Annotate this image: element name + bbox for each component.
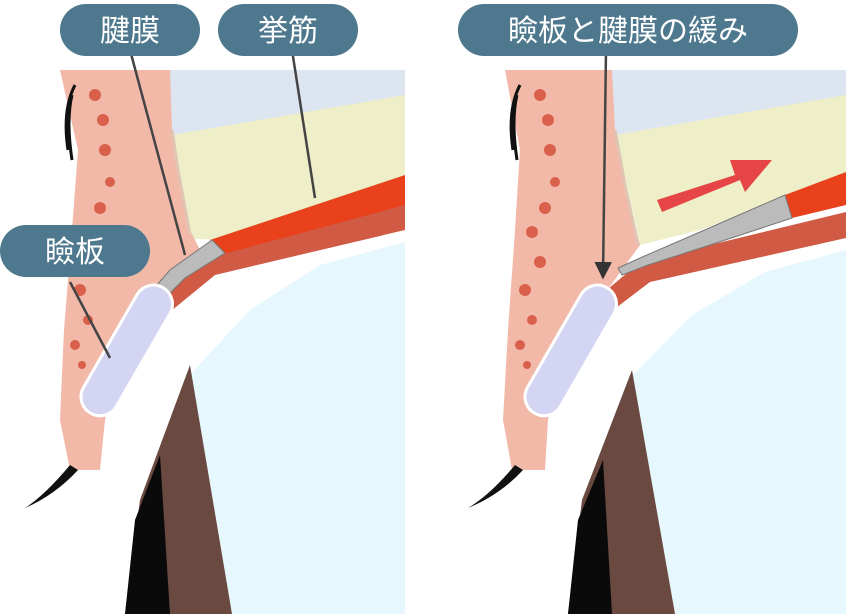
- pupil: [568, 460, 612, 614]
- label-levator-text: 挙筋: [258, 14, 318, 49]
- levator-muscle-retracted: [785, 172, 846, 218]
- tarsus: [79, 283, 174, 418]
- tarsus: [523, 283, 618, 418]
- orbicularis-muscle-dots: [515, 89, 560, 369]
- tarsus-leader: [68, 281, 112, 359]
- label-loosening-text: 瞼板と腱膜の緩み: [508, 14, 748, 49]
- upper-eyelashes: [25, 465, 78, 508]
- retraction-arrow-icon: [657, 160, 772, 212]
- lower-lashes: [509, 84, 522, 161]
- orbital-septum: [170, 129, 192, 236]
- loosening-leader-arrow: [594, 49, 612, 280]
- conjunctiva: [592, 240, 846, 365]
- orbital-septum: [613, 129, 640, 246]
- label-aponeurosis-text: 腱膜: [100, 14, 160, 49]
- pupil: [125, 455, 170, 614]
- loosened-eyelid-panel: 瞼板と腱膜の緩み: [458, 4, 846, 614]
- upper-eyelashes: [468, 465, 523, 508]
- levator-muscle: [210, 175, 405, 255]
- label-aponeurosis: 腱膜: [60, 4, 200, 56]
- normal-eyelid-panel: 腱膜 挙筋 瞼板: [0, 4, 405, 614]
- label-levator: 挙筋: [218, 4, 358, 56]
- label-tarsus-text: 瞼板: [45, 235, 105, 270]
- conjunctiva: [150, 232, 405, 360]
- label-tarsus-aponeurosis-loosening: 瞼板と腱膜の緩み: [458, 4, 798, 56]
- muscle-sheath: [585, 212, 846, 335]
- aponeurosis-loosened: [617, 194, 793, 276]
- levator-leader: [290, 49, 317, 199]
- lower-lashes: [64, 84, 77, 161]
- aponeurosis-leader: [128, 49, 187, 256]
- label-tarsus: 瞼板: [0, 225, 150, 277]
- muscle-sheath: [140, 205, 405, 340]
